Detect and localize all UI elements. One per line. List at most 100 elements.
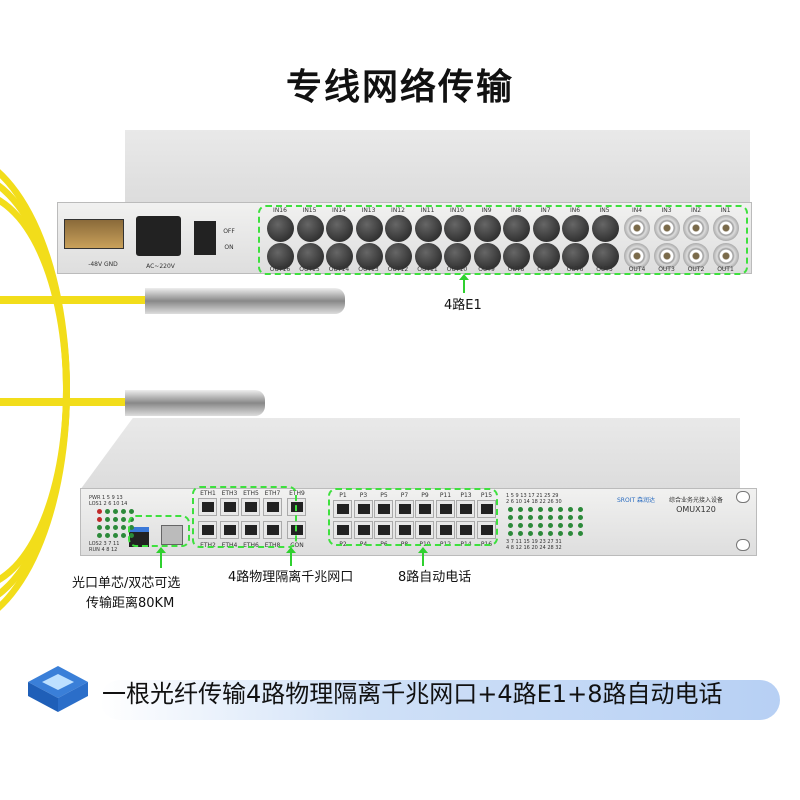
e1-out-port[interactable]: [473, 243, 501, 270]
status-led: [528, 507, 533, 512]
e1-out-port[interactable]: [267, 243, 294, 270]
status-led: [558, 515, 563, 520]
phone-port[interactable]: [415, 500, 434, 518]
e1-in-port[interactable]: [326, 215, 353, 242]
phone-port[interactable]: [435, 500, 455, 518]
phone-port[interactable]: [353, 521, 373, 539]
phone-port[interactable]: [456, 521, 475, 539]
bnc-in-port[interactable]: [712, 215, 739, 241]
phone-port[interactable]: [353, 500, 373, 518]
status-led: [528, 515, 533, 520]
in-port-label: IN6: [569, 207, 581, 214]
phone-port[interactable]: [456, 500, 475, 518]
phone-highlight: [328, 488, 498, 546]
e1-out-port[interactable]: [562, 243, 589, 270]
phone-port[interactable]: [374, 500, 393, 518]
eth-port-label: ETH3: [221, 490, 238, 497]
distance-callout: 传输距离80KM: [86, 596, 175, 611]
bnc-out-port[interactable]: [624, 243, 650, 269]
bnc-out-port[interactable]: [653, 243, 680, 269]
eth-callout: 4路物理隔离千兆网口: [228, 570, 354, 585]
phone-port[interactable]: [476, 521, 496, 539]
eth-port[interactable]: [219, 498, 239, 516]
in-port-label: IN4: [631, 207, 643, 214]
phone-port[interactable]: [374, 521, 393, 539]
switch-on-label: ON: [224, 244, 234, 251]
e1-in-port[interactable]: [591, 215, 619, 242]
e1-out-port[interactable]: [503, 243, 530, 270]
eth-port[interactable]: [262, 498, 282, 516]
e1-in-port[interactable]: [473, 215, 501, 242]
phone-port-label: P11: [439, 492, 452, 499]
out-port-label: OUT4: [628, 266, 646, 273]
status-led: [97, 509, 102, 514]
chip-icon: [22, 660, 94, 720]
phone-port[interactable]: [435, 521, 455, 539]
in-port-label: IN3: [661, 207, 672, 214]
eth-port[interactable]: [241, 498, 260, 516]
ac-label: AC~220V: [146, 263, 175, 270]
in-port-label: IN10: [450, 207, 464, 214]
phone-port[interactable]: [415, 521, 434, 539]
status-led: [528, 531, 533, 536]
led-number-label: 4 8 12 16 20 24 28 32: [506, 545, 562, 551]
eth-port[interactable]: [198, 521, 217, 539]
bnc-in-port[interactable]: [683, 215, 709, 241]
e1-out-port[interactable]: [532, 243, 560, 270]
e1-out-port[interactable]: [326, 243, 353, 270]
eth-port[interactable]: [219, 521, 239, 539]
arrow-icon: [286, 547, 296, 566]
e1-in-port[interactable]: [385, 215, 412, 242]
sfp-slot[interactable]: [161, 525, 183, 545]
e1-out-port[interactable]: [355, 243, 383, 270]
power-switch[interactable]: [194, 221, 216, 255]
eth-port-label: ETH8: [264, 542, 281, 549]
out-port-label: OUT11: [417, 266, 438, 273]
phone-port[interactable]: [333, 500, 352, 518]
e1-in-port[interactable]: [267, 215, 294, 242]
e1-in-port[interactable]: [296, 215, 324, 242]
in-port-label: IN11: [420, 207, 435, 214]
bnc-out-port[interactable]: [712, 243, 739, 269]
e1-in-port[interactable]: [532, 215, 560, 242]
phone-port[interactable]: [394, 500, 414, 518]
e1-out-port[interactable]: [444, 243, 471, 270]
eth-port[interactable]: [262, 521, 282, 539]
status-led: [129, 533, 134, 538]
eth-port[interactable]: [198, 498, 217, 516]
e1-out-port[interactable]: [591, 243, 619, 270]
phone-port-label: P9: [421, 492, 429, 499]
status-led: [105, 533, 110, 538]
phone-port[interactable]: [333, 521, 352, 539]
out-port-label: OUT16: [269, 266, 291, 273]
in-port-label: IN2: [690, 207, 702, 214]
phone-port[interactable]: [476, 500, 496, 518]
top-device-chassis: [125, 130, 750, 205]
e1-out-port[interactable]: [414, 243, 442, 270]
bnc-out-port[interactable]: [683, 243, 709, 269]
e1-in-port[interactable]: [414, 215, 442, 242]
in-port-label: IN14: [332, 207, 346, 214]
e1-out-port[interactable]: [385, 243, 412, 270]
e1-in-port[interactable]: [355, 215, 383, 242]
bnc-in-port[interactable]: [653, 215, 680, 241]
e1-out-port[interactable]: [296, 243, 324, 270]
e1-in-port[interactable]: [503, 215, 530, 242]
eth-port[interactable]: [241, 521, 260, 539]
e1-in-port[interactable]: [562, 215, 589, 242]
out-port-label: OUT7: [537, 266, 554, 273]
in-port-label: IN12: [391, 207, 405, 214]
bottom-device-chassis: [80, 418, 740, 490]
phone-callout: 8路自动电话: [398, 570, 472, 585]
eth-port-label: ETH4: [221, 542, 238, 549]
out-port-label: OUT8: [507, 266, 525, 273]
e1-in-port[interactable]: [444, 215, 471, 242]
out-port-label: OUT10: [446, 266, 468, 273]
phone-port-label: P3: [359, 492, 368, 499]
phone-port[interactable]: [394, 521, 414, 539]
optical-callout: 光口单芯/双芯可选: [72, 576, 181, 591]
bnc-in-port[interactable]: [624, 215, 650, 241]
status-led: [518, 515, 523, 520]
eth-port-label: ETH1: [200, 490, 216, 497]
